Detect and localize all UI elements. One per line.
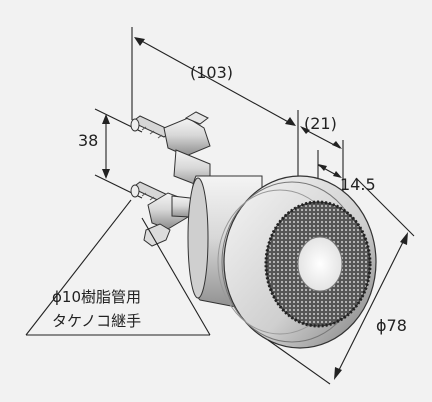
- callout-line-2: タケノコ継手: [52, 312, 141, 330]
- overall-length-dimension: (103): [131, 27, 299, 178]
- upper-coupling-nut: [163, 117, 211, 157]
- fitting-callout: ϕ10樹脂管用 タケノコ継手: [25, 199, 211, 336]
- callout-line-1: ϕ10樹脂管用: [52, 288, 141, 306]
- diameter-dimension: ϕ78: [267, 177, 415, 385]
- overall-length-label: (103): [190, 63, 233, 82]
- product-illustration: [130, 111, 377, 349]
- center-opening: [297, 236, 343, 292]
- diameter-label: ϕ78: [376, 316, 407, 335]
- upper-hose-barb: [130, 115, 173, 139]
- inlet-offset-label: 14.5: [340, 175, 376, 194]
- face-depth-label: (21): [304, 114, 337, 133]
- pipe-spacing-label: 38: [78, 131, 98, 150]
